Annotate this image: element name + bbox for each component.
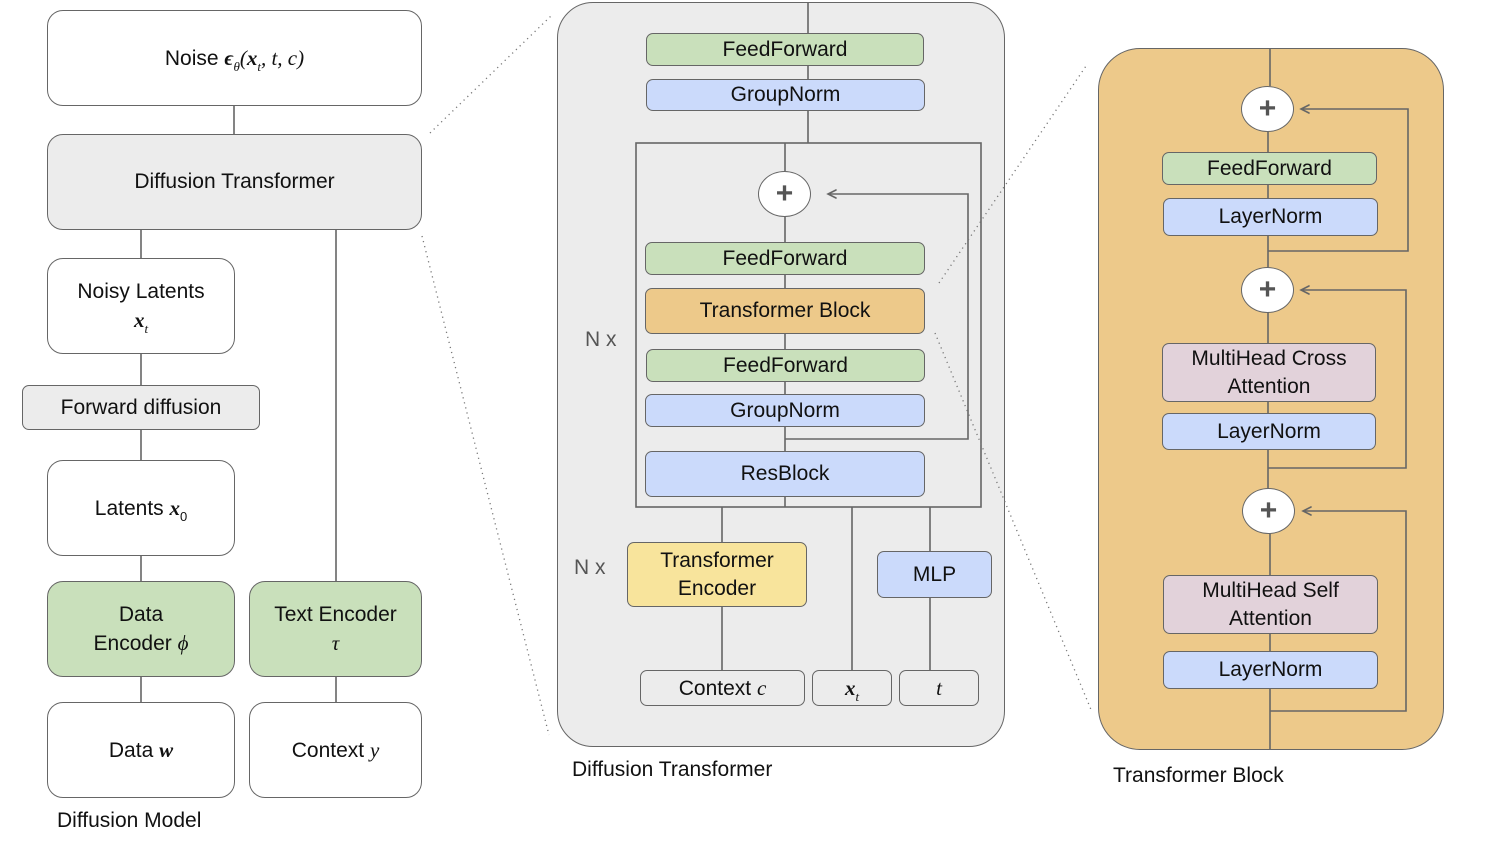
skip-1	[1268, 108, 1409, 252]
add-circle-icon: +	[758, 171, 811, 217]
zoom-guide-bottom-right	[934, 332, 1093, 713]
noisy-latents-label: Noisy Latents	[77, 279, 205, 303]
diffusion-transformer-box: Diffusion Transformer	[47, 134, 422, 230]
self-attention-box: MultiHead Self Attention	[1163, 575, 1378, 634]
inner-feedforward-2-box: FeedForward	[646, 349, 925, 382]
zoom-guide-bottom-left	[421, 235, 550, 736]
forward-diffusion-box: Forward diffusion	[22, 385, 260, 430]
text-encoder-line1: Text Encoder	[274, 603, 397, 626]
top-groupnorm-box: GroupNorm	[646, 79, 925, 111]
context-c-label: Context c	[678, 675, 767, 700]
cross-attention-line2: Attention	[1227, 374, 1311, 398]
tb-layernorm-3-box: LayerNorm	[1163, 651, 1378, 689]
tb-layernorm-2-box: LayerNorm	[1162, 413, 1376, 450]
data-encoder-line1: Data	[118, 602, 164, 626]
resblock-label: ResBlock	[740, 462, 830, 485]
mlp-label: MLP	[912, 562, 957, 586]
context-box: Context y	[249, 702, 422, 798]
inner-groupnorm-box: GroupNorm	[645, 394, 925, 427]
inner-feedforward-1-box: FeedForward	[645, 242, 925, 275]
arrowhead-icon	[826, 189, 837, 199]
data-encoder-line2: Encoder ϕ	[93, 630, 189, 655]
tb-layernorm-1-label: LayerNorm	[1218, 205, 1323, 228]
data-encoder-box: Data Encoder ϕ	[47, 581, 235, 677]
arrowhead-icon	[1301, 506, 1312, 516]
text-encoder-box: Text Encoder τ	[249, 581, 422, 677]
tb-feedforward-box: FeedForward	[1162, 152, 1377, 185]
noise-prediction-box: Noise ϵθ(xt, t, c)	[47, 10, 422, 106]
arrowhead-icon	[1299, 104, 1310, 114]
noisy-latents-symbol: xt	[133, 307, 149, 336]
self-attention-line2: Attention	[1229, 606, 1312, 630]
diffusion-transformer-label: Diffusion Transformer	[134, 170, 335, 193]
zoom-guide-top-left	[429, 14, 553, 134]
inner-groupnorm-label: GroupNorm	[730, 398, 840, 422]
add-circle-icon: +	[1241, 86, 1294, 132]
add-circle-icon: +	[1241, 267, 1294, 313]
forward-diffusion-label: Forward diffusion	[60, 395, 222, 419]
context-c-input-box: Context c	[640, 670, 805, 706]
skip-connection	[785, 193, 969, 440]
transformer-encoder-box: Transformer Encoder	[627, 542, 807, 607]
skip-2	[1268, 289, 1407, 469]
cross-attention-line1: MultiHead Cross	[1191, 346, 1347, 370]
data-box: Data w	[47, 702, 235, 798]
inner-feedforward-1-label: FeedForward	[722, 246, 848, 270]
arrowhead-icon	[1299, 285, 1310, 295]
cross-attention-box: MultiHead Cross Attention	[1162, 343, 1376, 402]
skip-3	[1270, 510, 1407, 712]
tb-layernorm-3-label: LayerNorm	[1218, 658, 1323, 681]
diffusion-transformer-caption: Diffusion Transformer	[572, 758, 773, 781]
transformer-block-box: Transformer Block	[645, 288, 925, 334]
top-groupnorm-label: GroupNorm	[730, 83, 841, 106]
mlp-box: MLP	[877, 551, 992, 598]
t-label: t	[936, 676, 942, 700]
t-input-box: t	[899, 670, 979, 706]
top-feedforward-box: FeedForward	[646, 33, 924, 66]
latents-label: Latents x0	[94, 495, 188, 524]
top-feedforward-label: FeedForward	[722, 37, 848, 61]
tb-layernorm-2-label: LayerNorm	[1217, 419, 1321, 443]
transformer-encoder-line1: Transformer	[660, 548, 774, 572]
xt-input-box: xt	[812, 670, 892, 706]
transformer-encoder-line2: Encoder	[677, 576, 757, 600]
repeat-label-outer: N x	[585, 328, 617, 351]
text-encoder-symbol: τ	[331, 631, 340, 655]
xt-label: xt	[844, 675, 860, 704]
zoom-guide-top-right	[938, 65, 1087, 284]
noisy-latents-box: Noisy Latents xt	[47, 258, 235, 354]
resblock-box: ResBlock	[645, 451, 925, 497]
context-label: Context y	[291, 737, 380, 762]
tb-layernorm-1-box: LayerNorm	[1163, 198, 1378, 236]
repeat-frame	[635, 142, 982, 508]
repeat-label-encoder: N x	[574, 556, 606, 579]
inner-feedforward-2-label: FeedForward	[723, 353, 848, 377]
transformer-block-label: Transformer Block	[699, 299, 871, 322]
add-circle-icon: +	[1242, 488, 1295, 534]
diffusion-model-caption: Diffusion Model	[57, 809, 202, 832]
tb-feedforward-label: FeedForward	[1207, 156, 1332, 180]
self-attention-line1: MultiHead Self	[1202, 578, 1339, 602]
latents-box: Latents x0	[47, 460, 235, 556]
data-label: Data w	[108, 737, 174, 762]
transformer-block-caption: Transformer Block	[1113, 764, 1284, 787]
noise-label: Noise ϵθ(xt, t, c)	[164, 45, 305, 74]
